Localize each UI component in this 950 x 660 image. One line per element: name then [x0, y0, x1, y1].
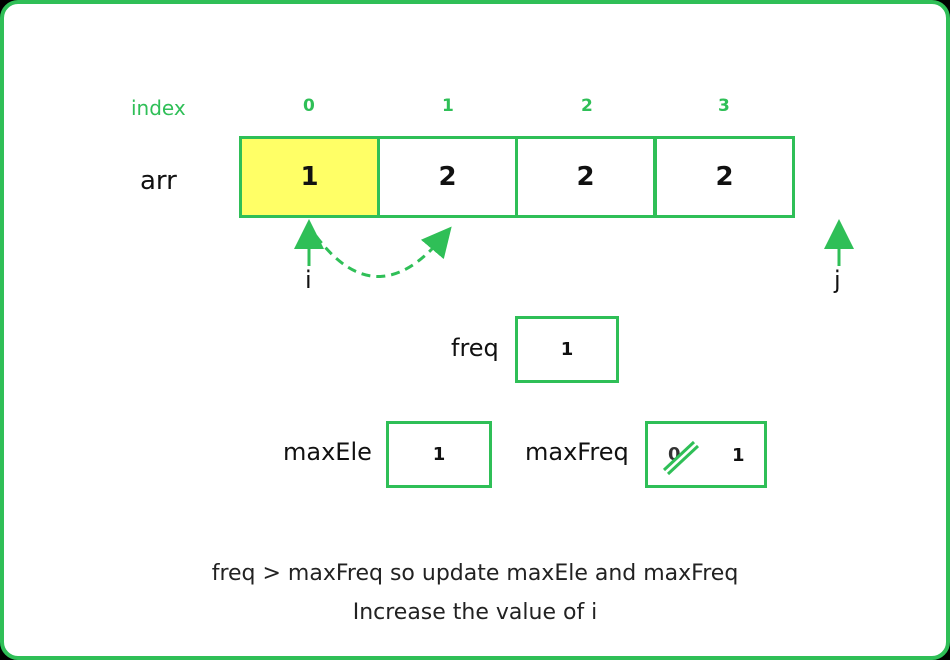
arr-cell-1: 2 [377, 136, 518, 218]
pointer-arrows [294, 219, 854, 278]
maxfreq-value: 1 [732, 445, 745, 466]
maxfreq-old-value: 0 [668, 444, 681, 465]
maxele-box: 1 [386, 421, 492, 488]
arr-label: arr [140, 166, 177, 196]
maxele-label: maxEle [283, 438, 372, 466]
index-1: 1 [442, 96, 454, 116]
caption-line-2: Increase the value of i [352, 600, 598, 625]
pointer-j-label: j [834, 266, 841, 294]
maxfreq-label: maxFreq [525, 438, 629, 466]
freq-label: freq [451, 334, 499, 362]
caption-line-1: freq > maxFreq so update maxEle and maxF… [211, 561, 739, 586]
move-i-arrow [314, 226, 452, 278]
strikethrough-icon [662, 440, 700, 476]
index-0: 0 [303, 96, 315, 116]
index-3: 3 [718, 96, 730, 116]
maxfreq-box: 0 1 [645, 421, 767, 488]
index-2: 2 [581, 96, 593, 116]
arr-cell-0: 1 [239, 136, 380, 218]
pointer-i-label: i [305, 266, 312, 294]
index-label: index [131, 96, 186, 120]
arr-cell-3: 2 [654, 136, 795, 218]
freq-box: 1 [515, 316, 619, 383]
